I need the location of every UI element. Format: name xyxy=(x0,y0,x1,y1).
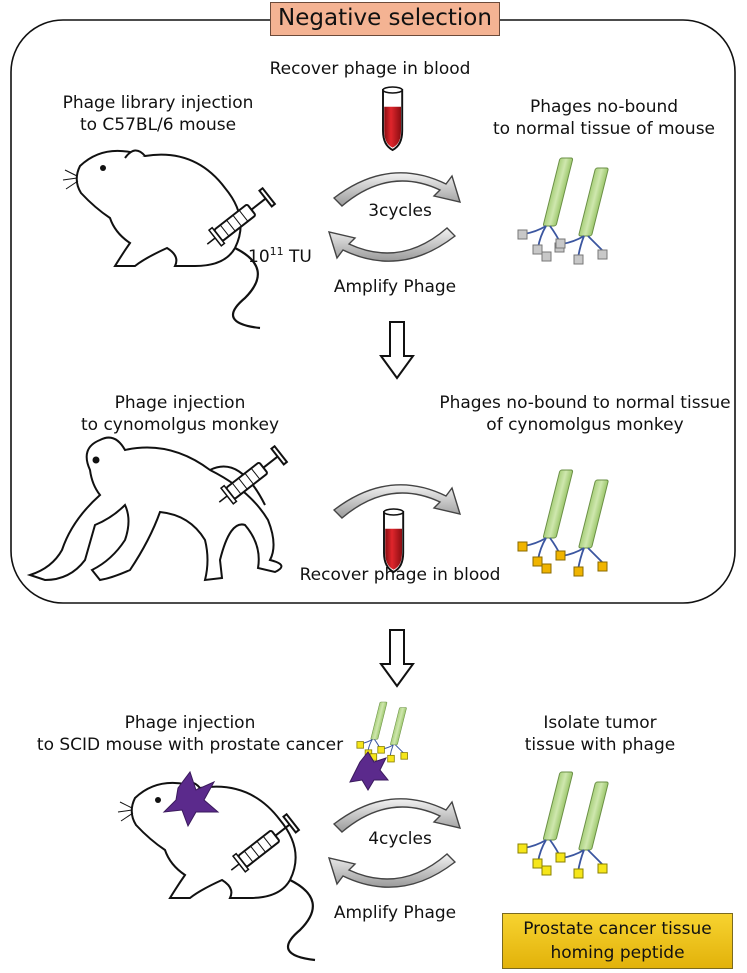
stage2-result-line2: of cynomolgus monkey xyxy=(486,415,684,435)
stage1-injection-label: Phage library injection to C57BL/6 mouse xyxy=(38,92,278,136)
dose-exponent: 11 xyxy=(269,245,284,258)
phage-pair-1 xyxy=(517,157,610,265)
stage3-result-label: Isolate tumor tissue with phage xyxy=(500,712,700,756)
tumor-star-2 xyxy=(349,751,390,791)
stage1-injection-line2: to C57BL/6 mouse xyxy=(79,115,237,135)
stage3-result-line1: Isolate tumor xyxy=(543,713,657,733)
homing-peptide-line1: Prostate cancer tissue xyxy=(523,919,712,939)
stage1-cycles-label: 3cycles xyxy=(368,201,432,221)
blood-tube-2-icon xyxy=(383,508,405,573)
homing-peptide-line2: homing peptide xyxy=(550,943,685,963)
stage1-amplify-label: Amplify Phage xyxy=(333,277,457,297)
stage3-injection-label: Phage injection to SCID mouse with prost… xyxy=(30,712,350,756)
stage1-injection-line1: Phage library injection xyxy=(62,93,254,113)
stage2-result-line1: Phages no-bound to normal tissue xyxy=(439,393,731,413)
stage1-result-line1: Phages no-bound xyxy=(529,97,679,117)
dose-label: 1011 TU xyxy=(248,242,312,267)
dose-unit: TU xyxy=(289,247,312,267)
stage1-result-line2: to normal tissue of mouse xyxy=(492,119,716,139)
stage2-injection-line2: to cynomolgus monkey xyxy=(80,415,280,435)
mouse-2-illustration xyxy=(116,781,317,962)
stage1-recover-label: Recover phage in blood xyxy=(269,59,471,79)
stage3-injection-line1: Phage injection xyxy=(124,713,256,733)
stage3-cycles-label: 4cycles xyxy=(368,829,432,849)
stage3-result-line2: tissue with phage xyxy=(524,735,676,755)
cycle-arrow-bottom-1 xyxy=(328,227,456,262)
homing-peptide-box: Prostate cancer tissue homing peptide xyxy=(502,913,733,969)
cycle-arrow-bottom-3 xyxy=(328,853,456,888)
phage-pair-2 xyxy=(517,469,610,577)
tumor-star-1 xyxy=(162,770,220,828)
mouse-1-illustration xyxy=(61,149,262,330)
monkey-illustration xyxy=(26,436,283,582)
stage3-amplify-label: Amplify Phage xyxy=(333,903,457,923)
negative-selection-title: Negative selection xyxy=(270,2,500,36)
stage2-result-label: Phages no-bound to normal tissue of cyno… xyxy=(430,392,740,436)
stage2-injection-label: Phage injection to cynomolgus monkey xyxy=(60,392,300,436)
phage-pair-3 xyxy=(517,771,610,879)
down-arrow-2 xyxy=(380,629,414,687)
stage2-injection-line1: Phage injection xyxy=(114,393,246,413)
down-arrow-1 xyxy=(380,321,414,379)
blood-tube-1-icon xyxy=(382,86,404,151)
stage1-result-label: Phages no-bound to normal tissue of mous… xyxy=(484,96,724,140)
phage-pair-small xyxy=(356,701,408,763)
dose-base: 10 xyxy=(248,247,270,267)
stage3-injection-line2: to SCID mouse with prostate cancer xyxy=(36,735,344,755)
stage2-recover-label: Recover phage in blood xyxy=(299,565,501,585)
